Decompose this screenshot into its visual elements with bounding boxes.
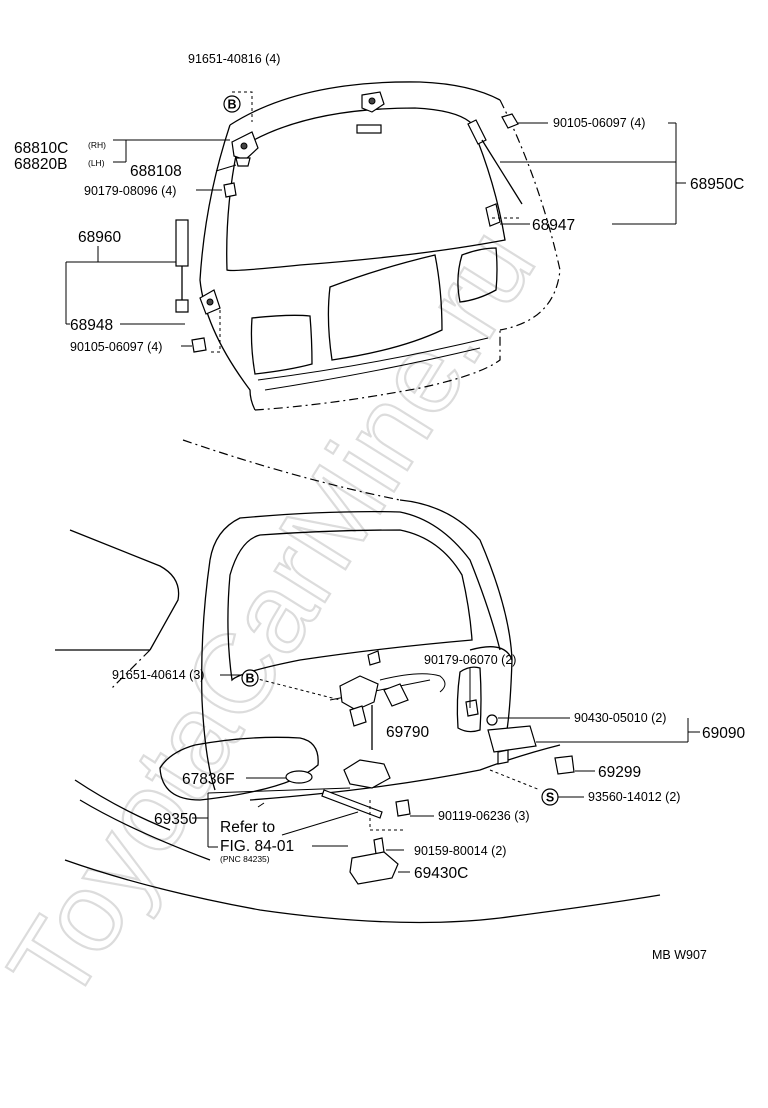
label-69299: 69299 [598,764,641,781]
svg-text:B: B [245,672,254,686]
marker-s: S [541,788,559,806]
label-90430-05010: 90430-05010 (2) [574,711,666,725]
stay-right [467,113,523,227]
label-90179-08096: 90179-08096 (4) [84,184,176,198]
label-rh: (RH) [88,140,106,150]
label-688108: 688108 [130,163,182,180]
label-68947: 68947 [532,217,575,234]
label-67836f: 67836F [182,771,235,788]
label-fig-84-01: FIG. 84-01 [220,838,294,855]
latch-assembly [321,650,446,885]
label-refer-to: Refer to [220,819,275,836]
label-90119-06236: 90119-06236 (3) [438,809,530,823]
label-lh: (LH) [88,158,105,168]
label-91651-40614: 91651-40614 (3) [112,668,204,682]
leader-lines [65,122,700,873]
label-68948: 68948 [70,317,113,334]
label-68950c: 68950C [690,176,744,193]
svg-text:S: S [546,791,554,805]
svg-text:B: B [227,98,236,112]
handle-assembly [285,699,575,784]
label-69430c: 69430C [414,865,468,882]
label-69090: 69090 [702,725,745,742]
label-68820b: 68820B [14,156,67,173]
label-93560-14012: 93560-14012 (2) [588,790,680,804]
marker-b-bottom: B [241,669,259,687]
label-pnc-84235: (PNC 84235) [220,854,270,864]
label-68810c: 68810C [14,140,68,157]
vehicle-rear-body [55,439,661,924]
label-69790: 69790 [386,724,429,741]
figure-code: MB W907 [652,948,707,962]
hinge-upper-center [356,91,385,134]
label-90105-06097-left: 90105-06097 (4) [70,340,162,354]
marker-b-top: B [223,95,241,113]
bolts-top [191,182,237,353]
label-90105-06097-right: 90105-06097 (4) [553,116,645,130]
stay-left [175,219,221,315]
label-69350: 69350 [154,811,197,828]
label-90179-06070: 90179-06070 (2) [424,653,516,667]
part-labels: 91651-40816 (4) 68810C (RH) 68820B (LH) … [14,52,745,962]
label-90159-80014: 90159-80014 (2) [414,844,506,858]
label-68960: 68960 [78,229,121,246]
hinge-left [231,131,259,167]
label-91651-40816: 91651-40816 (4) [188,52,280,66]
